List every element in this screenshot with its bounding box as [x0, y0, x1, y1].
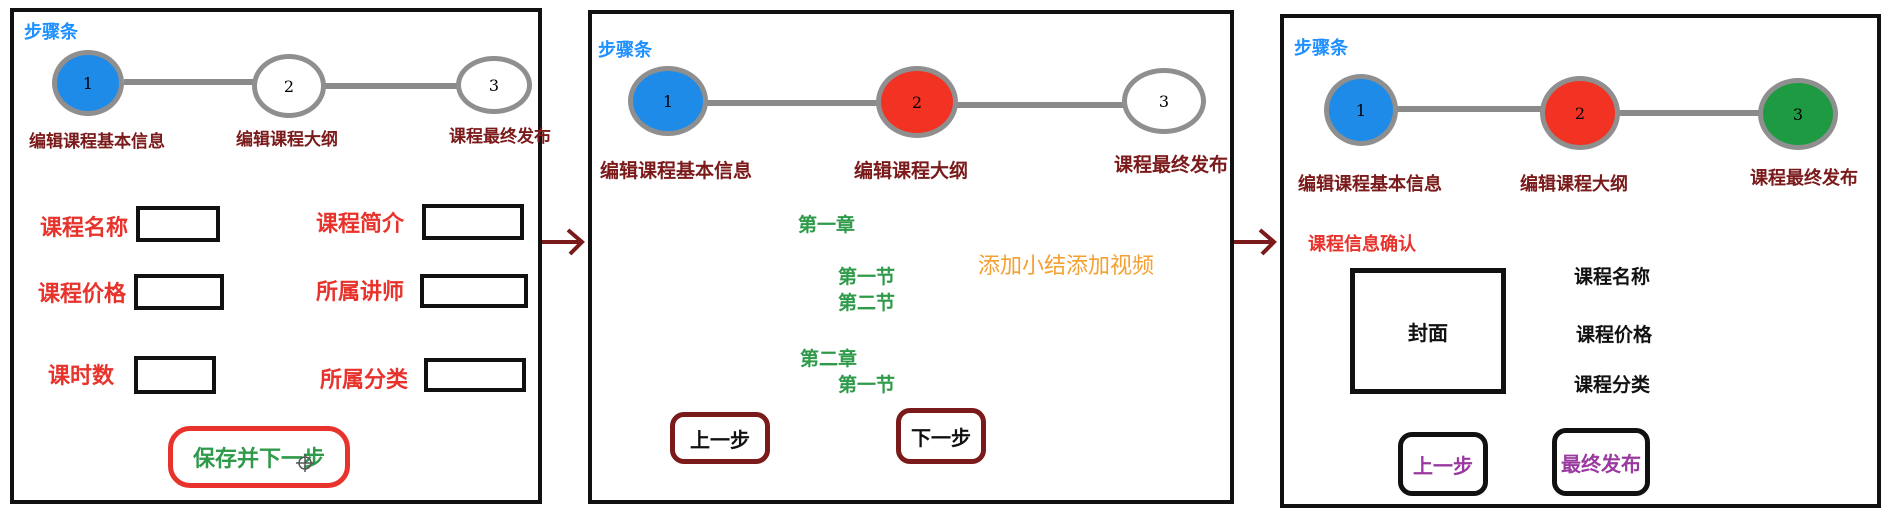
cursor-icon: [296, 454, 314, 472]
course-intro-input[interactable]: [422, 204, 524, 240]
section-2-1: 第一节: [838, 374, 896, 396]
info-course-price: 课程价格: [1576, 324, 1653, 346]
course-price-input[interactable]: [134, 274, 224, 310]
step-1-circle: 1: [1324, 74, 1398, 146]
next-button[interactable]: 下一步: [896, 408, 986, 464]
course-name-label: 课程名称: [40, 215, 129, 241]
step-2-circle: 2: [876, 66, 958, 138]
prev-button[interactable]: 上一步: [670, 412, 770, 464]
panel-step-outline: 步骤条 1 2 3 编辑课程基本信息 编辑课程大纲 课程最终发布 第一章 第一节…: [588, 10, 1234, 504]
publish-button-label: 最终发布: [1561, 451, 1641, 476]
info-course-name: 课程名称: [1574, 266, 1651, 288]
course-intro-label: 课程简介: [316, 211, 405, 237]
add-section-video-note[interactable]: 添加小结添加视频: [978, 254, 1155, 279]
step-2-circle: 2: [252, 54, 326, 118]
prev-button-label: 上一步: [1413, 453, 1473, 478]
step-1-label: 编辑课程基本信息: [600, 160, 753, 182]
step-3-circle: 3: [1758, 78, 1838, 150]
confirm-title: 课程信息确认: [1308, 234, 1416, 255]
course-price-label: 课程价格: [38, 281, 127, 307]
step-connector: [702, 100, 882, 106]
step-2-label: 编辑课程大纲: [236, 130, 338, 150]
save-next-button[interactable]: 保存并下一步: [168, 426, 350, 488]
step-2-circle: 2: [1540, 76, 1620, 150]
teacher-input[interactable]: [420, 274, 528, 308]
step-1-number: 1: [662, 91, 674, 111]
step-2-number: 2: [1574, 103, 1586, 123]
next-button-label: 下一步: [911, 425, 971, 450]
teacher-label: 所属讲师: [316, 279, 405, 305]
chapter-1: 第一章: [798, 214, 856, 236]
section-1-2: 第二节: [838, 292, 896, 314]
section-1-1: 第一节: [838, 266, 896, 288]
publish-button[interactable]: 最终发布: [1552, 428, 1650, 496]
lesson-count-input[interactable]: [134, 356, 216, 394]
stepbar-title: 步骤条: [598, 40, 652, 61]
prev-button[interactable]: 上一步: [1398, 432, 1488, 496]
step-connector: [952, 102, 1142, 108]
step-1-label: 编辑课程基本信息: [29, 132, 165, 152]
flow-arrow-icon: [1234, 228, 1277, 256]
flow-arrow-icon: [542, 228, 585, 256]
step-connector: [324, 83, 464, 89]
step-connector: [124, 79, 274, 85]
save-next-button-label: 保存并下一步: [192, 446, 325, 472]
step-1-number: 1: [82, 73, 94, 93]
step-3-circle: 3: [1122, 68, 1206, 134]
step-1-circle: 1: [52, 50, 124, 116]
step-connector: [1394, 106, 1564, 112]
lesson-count-label: 课时数: [48, 363, 115, 389]
step-3-number: 3: [1158, 91, 1170, 111]
course-name-input[interactable]: [136, 206, 220, 242]
panel-step-publish: 步骤条 1 2 3 编辑课程基本信息 编辑课程大纲 课程最终发布 课程信息确认 …: [1280, 14, 1881, 508]
step-3-label: 课程最终发布: [1750, 168, 1858, 189]
category-select[interactable]: [424, 358, 526, 392]
step-3-number: 3: [1792, 104, 1804, 124]
prev-button-label: 上一步: [690, 427, 750, 452]
step-1-label: 编辑课程基本信息: [1298, 174, 1442, 195]
step-1-circle: 1: [628, 66, 708, 136]
step-2-number: 2: [911, 92, 923, 112]
step-3-circle: 3: [456, 56, 532, 114]
info-course-category: 课程分类: [1574, 374, 1651, 396]
step-2-number: 2: [283, 76, 295, 96]
step-2-label: 编辑课程大纲: [1520, 174, 1628, 195]
step-2-label: 编辑课程大纲: [854, 160, 969, 182]
step-3-number: 3: [488, 75, 500, 95]
category-label: 所属分类: [320, 367, 409, 393]
cover-image-placeholder: 封面: [1350, 268, 1506, 394]
panel-step-basic-info: 步骤条 1 2 3 编辑课程基本信息 编辑课程大纲 课程最终发布 课程名称 课程…: [10, 8, 551, 504]
step-connector: [1616, 110, 1816, 116]
cover-label: 封面: [1408, 320, 1448, 345]
stepbar-title: 步骤条: [24, 22, 78, 43]
step-3-label: 课程最终发布: [449, 127, 551, 147]
stepbar-title: 步骤条: [1294, 38, 1348, 59]
step-1-number: 1: [1355, 100, 1367, 120]
step-3-label: 课程最终发布: [1114, 154, 1229, 176]
chapter-2: 第二章: [800, 348, 858, 370]
